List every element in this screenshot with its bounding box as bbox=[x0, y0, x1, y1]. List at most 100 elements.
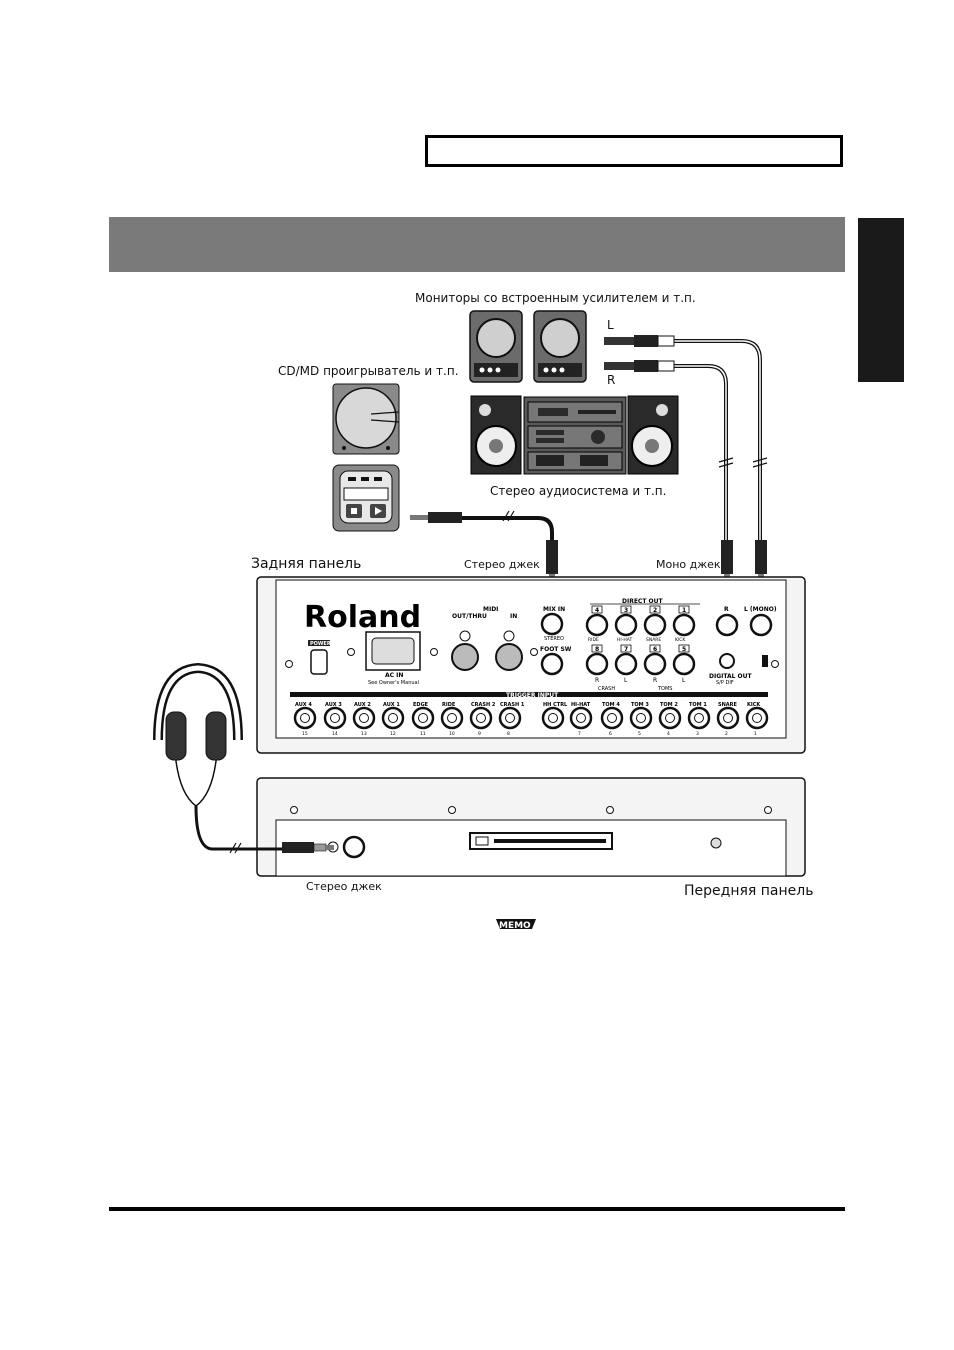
label-cd-md-player: CD/MD проигрыватель и т.п. bbox=[278, 364, 459, 378]
ac-in-note: See Owner's Manual bbox=[368, 680, 419, 686]
trigger-input-number: 1 bbox=[754, 731, 757, 737]
direct-out-side: L bbox=[624, 677, 628, 684]
trigger-input-name: RIDE bbox=[442, 702, 456, 708]
svg-text:MEMO: MEMO bbox=[499, 921, 531, 931]
trigger-input-name: TOM 2 bbox=[660, 702, 678, 708]
direct-out-name: RIDE bbox=[588, 637, 599, 643]
trigger-input-number: 13 bbox=[361, 731, 367, 737]
direct-out-number: 6 bbox=[653, 646, 657, 653]
midi-out-thru-label: OUT/THRU bbox=[452, 613, 487, 620]
trigger-input-name: EDGE bbox=[413, 702, 429, 708]
direct-out-number: 5 bbox=[682, 646, 686, 653]
direct-out-number: 2 bbox=[653, 607, 657, 614]
label-stereo-system: Стерео аудиосистема и т.п. bbox=[490, 484, 667, 498]
trigger-input-name: TOM 3 bbox=[631, 702, 649, 708]
direct-out-number: 8 bbox=[595, 646, 599, 653]
stereo-system bbox=[470, 395, 679, 475]
direct-out-jack bbox=[672, 613, 696, 637]
trigger-input-name: AUX 2 bbox=[354, 702, 371, 708]
memo-icon: MEMO bbox=[496, 919, 536, 931]
rca-plugs bbox=[604, 335, 675, 372]
language-side-tab bbox=[858, 218, 904, 382]
cd-player bbox=[332, 383, 400, 455]
digital-out-label: DIGITAL OUT bbox=[709, 673, 753, 680]
label-mono-jack: Моно джек bbox=[656, 558, 721, 571]
output-l-mono-label: L (MONO) bbox=[744, 606, 777, 613]
direct-out-number: 7 bbox=[624, 646, 628, 653]
midi-in-label: IN bbox=[510, 613, 517, 620]
direct-out-number: 4 bbox=[595, 607, 599, 614]
label-rear-panel: Задняя панель bbox=[251, 556, 362, 572]
output-r-label: R bbox=[724, 606, 729, 613]
label-channel-l: L bbox=[607, 318, 614, 332]
trigger-input-name: HH CTRL bbox=[543, 702, 568, 708]
trigger-input-number: 7 bbox=[578, 731, 581, 737]
mix-in-sub-label: STEREO bbox=[544, 636, 564, 642]
trigger-input-name: HI-HAT bbox=[571, 702, 591, 708]
headphones bbox=[153, 662, 334, 853]
trigger-input-number: 2 bbox=[725, 731, 728, 737]
trigger-input-number: 8 bbox=[507, 731, 510, 737]
label-monitors: Мониторы со встроенным усилителем и т.п. bbox=[415, 291, 696, 305]
trigger-input-number: 4 bbox=[667, 731, 670, 737]
monitor-speakers bbox=[469, 310, 587, 383]
trigger-input-name: TOM 4 bbox=[602, 702, 620, 708]
section-header-band bbox=[109, 217, 845, 272]
trigger-input-number: 10 bbox=[449, 731, 455, 737]
trigger-input-number: 3 bbox=[696, 731, 699, 737]
direct-out-number: 1 bbox=[682, 607, 686, 614]
digital-out-sub-label: S/P DIF bbox=[716, 680, 734, 686]
toms-group-label: TOMS bbox=[657, 686, 672, 692]
direct-out-name: HI-HAT bbox=[617, 637, 632, 643]
direct-out-jack bbox=[585, 652, 609, 676]
direct-out-name: SNARE bbox=[646, 637, 661, 643]
trigger-input-label: TRIGGER INPUT bbox=[506, 692, 559, 699]
trigger-input-name: SNARE bbox=[718, 702, 738, 708]
trigger-input-number: 11 bbox=[420, 731, 426, 737]
ac-in-label: AC IN bbox=[385, 672, 403, 679]
cable-break-marks bbox=[229, 457, 768, 854]
midi-label: MIDI bbox=[483, 606, 498, 613]
rca-cables bbox=[672, 339, 762, 540]
rear-panel: Roland MIDI OUT/THRU IN POWER AC IN See … bbox=[256, 576, 806, 754]
front-panel bbox=[256, 777, 806, 877]
trigger-input-name: AUX 4 bbox=[295, 702, 312, 708]
trigger-input-name: TOM 1 bbox=[689, 702, 707, 708]
power-label: POWER bbox=[310, 641, 331, 647]
trigger-input-number: 9 bbox=[478, 731, 481, 737]
direct-out-jack bbox=[643, 652, 667, 676]
md-player bbox=[332, 464, 400, 532]
footer-rule bbox=[109, 1207, 845, 1211]
direct-out-jack bbox=[614, 652, 638, 676]
direct-out-number: 3 bbox=[624, 607, 628, 614]
label-front-panel: Передняя панель bbox=[684, 883, 814, 899]
foot-sw-label: FOOT SW bbox=[540, 646, 572, 653]
label-stereo-jack-front: Стерео джек bbox=[306, 880, 382, 893]
direct-out-label: DIRECT OUT bbox=[622, 598, 663, 605]
trigger-input-number: 12 bbox=[390, 731, 396, 737]
trigger-input-number: 6 bbox=[609, 731, 612, 737]
mix-in-label: MIX IN bbox=[543, 606, 565, 613]
direct-out-side: R bbox=[595, 677, 599, 684]
direct-out-jack bbox=[585, 613, 609, 637]
label-channel-r: R bbox=[607, 373, 616, 387]
trigger-input-name: CRASH 2 bbox=[471, 702, 496, 708]
trigger-input-number: 14 bbox=[332, 731, 338, 737]
page-title-box bbox=[425, 135, 843, 167]
direct-out-side: L bbox=[682, 677, 686, 684]
trigger-input-name: AUX 3 bbox=[325, 702, 342, 708]
trigger-input-name: AUX 1 bbox=[383, 702, 400, 708]
crash-group-label: CRASH bbox=[598, 686, 615, 692]
direct-out-jack bbox=[672, 652, 696, 676]
trigger-input-name: KICK bbox=[747, 702, 761, 708]
direct-out-jack bbox=[643, 613, 667, 637]
label-stereo-jack-rear: Стерео джек bbox=[464, 558, 540, 571]
roland-logo: Roland bbox=[304, 600, 421, 635]
trigger-input-name: CRASH 1 bbox=[500, 702, 525, 708]
direct-out-name: KICK bbox=[675, 637, 686, 643]
trigger-input-number: 15 bbox=[302, 731, 308, 737]
trigger-input-number: 5 bbox=[638, 731, 641, 737]
